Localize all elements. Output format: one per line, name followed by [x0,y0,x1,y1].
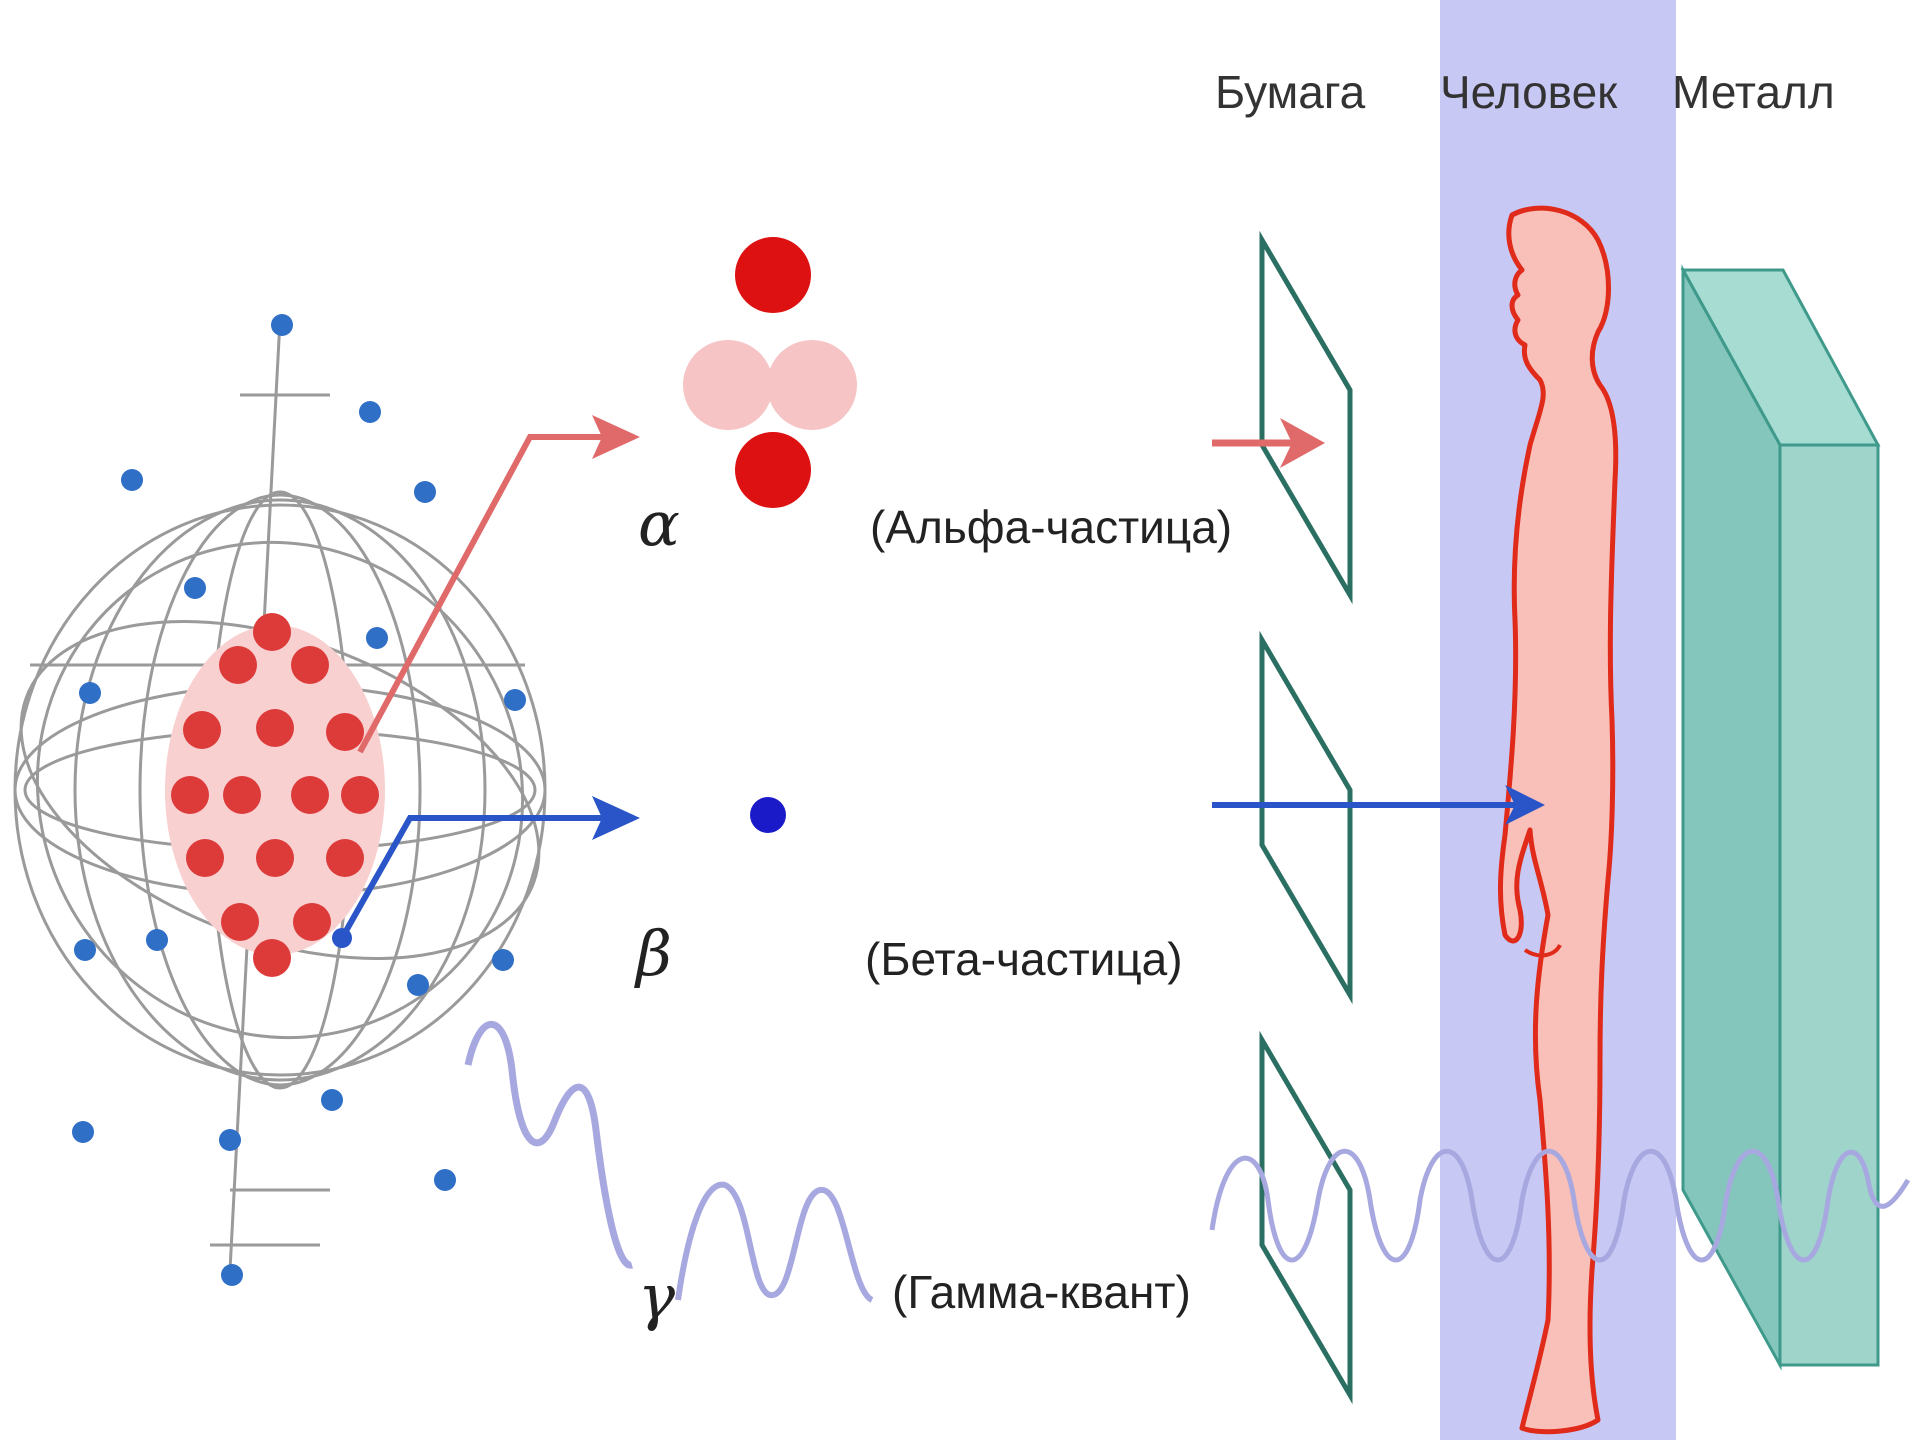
human-label: Человек [1440,66,1618,118]
gamma-label: (Гамма-квант) [892,1266,1191,1318]
alpha-symbol: α [638,487,680,560]
alpha-penetration-arrow [1212,418,1325,468]
beta-label: (Бета-частица) [865,933,1183,985]
metal-label: Металл [1672,66,1835,118]
nucleus-halo [165,625,385,955]
alpha-label: (Альфа-частица) [870,501,1232,553]
beta-symbol: β [634,917,672,990]
electrons [72,314,526,1286]
alpha-particle [683,237,857,508]
gamma-penetration-wave [1209,1149,1911,1263]
gamma-quantum-wave [675,1181,874,1303]
beta-particle [750,797,786,833]
gamma-emission-wave [464,1020,633,1269]
paper-label: Бумага [1215,66,1366,118]
metal-block-icon [1680,264,1881,1371]
atom-model-icon [13,314,547,1286]
human-figure-icon [1497,205,1619,1435]
paper-sheet-icon [1259,230,1353,1405]
alpha-emission-arrow [357,415,640,754]
nucleus [171,613,379,977]
beta-penetration-arrow [1212,785,1545,825]
gamma-symbol: γ [638,1260,676,1333]
beta-emission-arrow [332,796,640,948]
